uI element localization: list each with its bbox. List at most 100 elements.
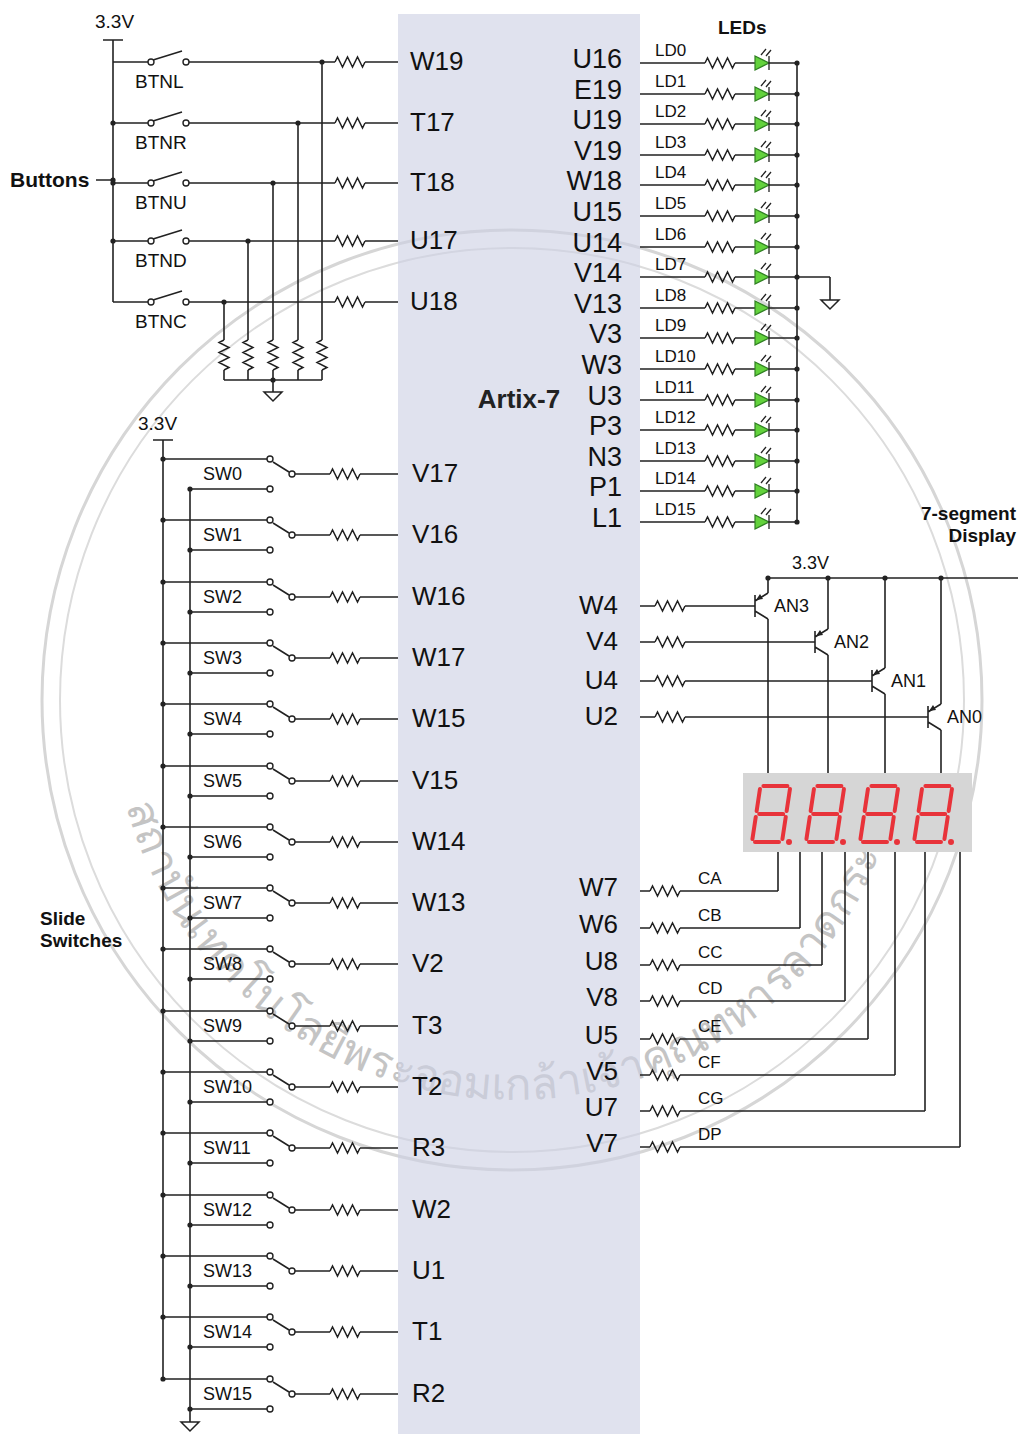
switch-contact — [148, 120, 154, 126]
junction-dot — [160, 824, 165, 829]
led-name: LD13 — [655, 439, 696, 459]
pin-name: V17 — [412, 459, 458, 489]
switch-name: SW1 — [203, 525, 242, 546]
junction-dot — [160, 1069, 165, 1074]
supply-label: 3.3V — [792, 553, 829, 574]
junction-dot — [187, 731, 192, 736]
pin-name: T18 — [410, 168, 455, 198]
switch-contact — [267, 456, 273, 462]
led-symbol — [761, 233, 771, 254]
switch-contact — [267, 1283, 273, 1289]
led-symbol — [755, 209, 769, 223]
switch-name: SW11 — [203, 1138, 251, 1159]
switch-name: SW4 — [203, 709, 242, 730]
led-symbol — [761, 294, 771, 315]
junction-dot — [794, 488, 799, 493]
button-name: BTNU — [135, 192, 187, 214]
led-name: LD15 — [655, 500, 696, 520]
switch-contact — [267, 1222, 273, 1228]
switch-name: SW6 — [203, 832, 242, 853]
transistor-symbol — [872, 668, 885, 694]
junction-dot — [794, 305, 799, 310]
led-symbol — [761, 355, 771, 376]
led-symbol — [755, 331, 769, 345]
pin-name: W18 — [566, 166, 622, 197]
switch-contact — [148, 299, 154, 305]
switch-contact — [289, 655, 295, 661]
button-name: BTND — [135, 250, 187, 272]
switch-contact — [148, 238, 154, 244]
group-label: Buttons — [10, 168, 89, 192]
switch-name: SW0 — [203, 464, 242, 485]
junction-dot — [187, 1283, 192, 1288]
junction-dot — [160, 456, 165, 461]
pin-name: V3 — [589, 319, 622, 350]
junction-dot — [765, 575, 770, 580]
junction-dot — [187, 547, 192, 552]
led-name: LD9 — [655, 316, 686, 336]
junction-dot — [187, 1038, 192, 1043]
pin-name: W2 — [412, 1195, 451, 1225]
pin-name: U15 — [572, 197, 622, 228]
junction-dot — [794, 152, 799, 157]
switch-contact — [289, 961, 295, 967]
pin-name: W16 — [412, 582, 465, 612]
display-segment — [786, 839, 792, 845]
transistor-symbol — [815, 629, 828, 655]
transistor-symbol — [816, 630, 823, 636]
switch-contact — [289, 532, 295, 538]
button-name: BTNC — [135, 311, 187, 333]
led-symbol — [755, 240, 769, 254]
pin-name: V16 — [412, 520, 458, 550]
display-segment — [840, 839, 846, 845]
switch-contact — [267, 731, 273, 737]
pin-name: W19 — [410, 47, 463, 77]
switch-contact — [289, 1084, 295, 1090]
led-symbol — [761, 141, 771, 162]
junction-dot — [160, 1130, 165, 1135]
junction-dot — [295, 120, 300, 125]
switch-contact — [267, 1160, 273, 1166]
junction-dot — [794, 60, 799, 65]
switch-name: SW7 — [203, 893, 242, 914]
switch-contact — [289, 1329, 295, 1335]
junction-dot — [794, 519, 799, 524]
led-symbol — [755, 515, 769, 529]
group-label: 7-segment Display — [880, 503, 1016, 547]
pin-name: T2 — [412, 1072, 442, 1102]
pin-name: U1 — [412, 1256, 445, 1286]
pin-name: U3 — [587, 381, 622, 412]
pin-name: W13 — [412, 888, 465, 918]
led-symbol — [761, 416, 771, 437]
switch-contact — [289, 1207, 295, 1213]
pin-name: U7 — [585, 1093, 618, 1123]
led-name: LD7 — [655, 255, 686, 275]
pin-name: U8 — [585, 947, 618, 977]
led-symbol — [761, 110, 771, 131]
switch-contact — [289, 1391, 295, 1397]
switch-name: SW15 — [203, 1384, 252, 1405]
display-segment — [860, 786, 898, 842]
pin-name: U2 — [585, 702, 618, 732]
switch-contact — [289, 839, 295, 845]
junction-dot — [160, 885, 165, 890]
junction-dot — [187, 854, 192, 859]
junction-dot — [187, 486, 192, 491]
junction-dot — [160, 640, 165, 645]
led-symbol — [761, 202, 771, 223]
switch-contact — [267, 609, 273, 615]
switch-contact — [183, 120, 189, 126]
group-label: Slide Switches — [40, 908, 155, 952]
pin-name: R2 — [412, 1379, 445, 1409]
junction-dot — [160, 1376, 165, 1381]
segment-name: CB — [698, 906, 722, 926]
switch-contact — [183, 238, 189, 244]
pin-name: U18 — [410, 287, 458, 317]
led-symbol — [755, 484, 769, 498]
transistor-symbol — [929, 705, 936, 711]
switch-contact — [267, 640, 273, 646]
switch-contact — [289, 778, 295, 784]
pin-name: U5 — [585, 1021, 618, 1051]
switch-contact — [183, 59, 189, 65]
